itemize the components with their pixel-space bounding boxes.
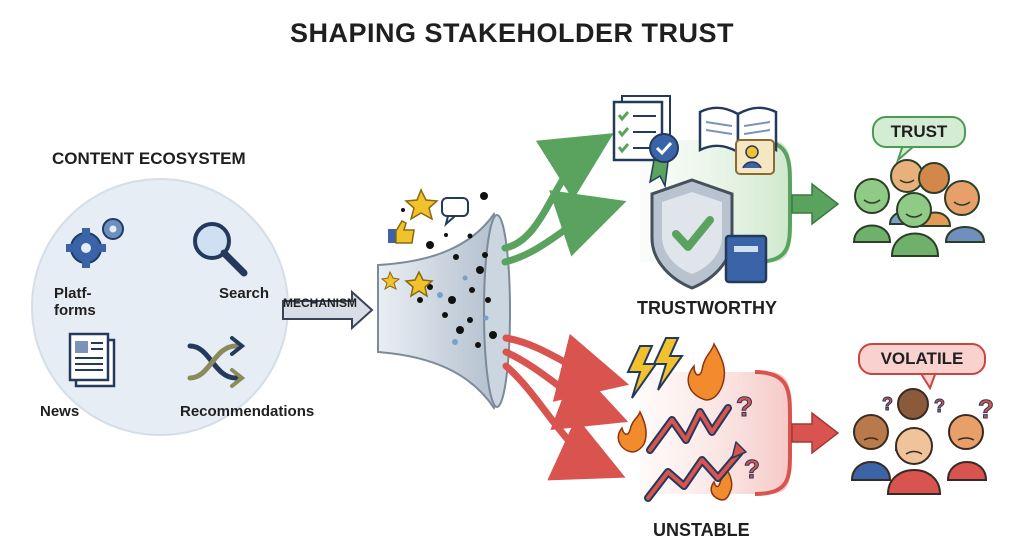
- platforms-label-line1: Platf-: [54, 285, 92, 302]
- question-mark-icons: ? ? ? ? ?: [736, 391, 995, 485]
- trust-flow-arrows: [501, 133, 627, 266]
- trust-speech-bubble: TRUST: [872, 116, 966, 148]
- news-label: News: [40, 403, 80, 420]
- platforms-label-line2: forms: [54, 302, 96, 319]
- search-label: Search: [219, 285, 270, 302]
- diagram-title: SHAPING STAKEHOLDER TRUST: [289, 18, 734, 48]
- award-badge-icon: [648, 133, 679, 189]
- magnifier-icon: [193, 222, 248, 277]
- lightning-icons: [626, 337, 684, 399]
- shield-check-icon: [650, 178, 734, 290]
- thumbs-up-icon: [388, 220, 415, 244]
- newspaper-icon: [68, 332, 116, 388]
- svg-text:?: ?: [744, 454, 760, 484]
- ecosystem-title: CONTENT ECOSYSTEM: [52, 149, 246, 168]
- volatile-bracket: [754, 370, 792, 496]
- volatile-speech-bubble: VOLATILE: [858, 343, 986, 375]
- unstable-label: UNSTABLE: [653, 520, 750, 540]
- scroll-certificate-icon: [735, 139, 775, 175]
- svg-text:?: ?: [736, 391, 753, 422]
- svg-text:?: ?: [882, 394, 893, 414]
- gears-icon: [66, 218, 124, 268]
- mechanism-label: MECHANISM: [283, 296, 357, 310]
- trustworthy-label: TRUSTWORTHY: [637, 298, 777, 318]
- trusting-people-group: [852, 159, 986, 257]
- volatile-outcome-arrow: [791, 411, 840, 455]
- closed-book-icon: [724, 234, 768, 284]
- shuffle-icon: [187, 336, 246, 388]
- volatile-people-group: [850, 388, 988, 495]
- flame-icons: [617, 342, 733, 501]
- floating-particles: [380, 188, 488, 298]
- trust-outcome-arrow: [791, 182, 840, 226]
- mechanism-arrow: [282, 289, 374, 331]
- svg-text:?: ?: [934, 396, 945, 416]
- unstable-flow-arrows: [502, 333, 630, 481]
- trust-bracket: [754, 138, 792, 264]
- svg-text:?: ?: [978, 394, 994, 424]
- recommendations-label: Recommendations: [180, 403, 315, 420]
- volatility-zigzag: [644, 404, 747, 502]
